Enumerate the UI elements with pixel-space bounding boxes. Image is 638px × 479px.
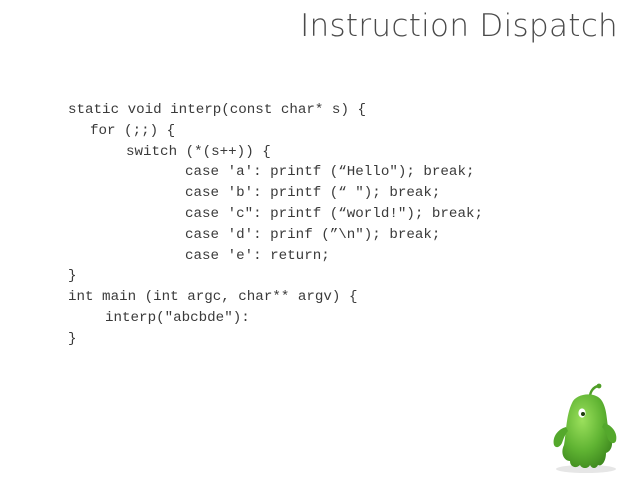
slide-title: Instruction Dispatch xyxy=(300,8,618,44)
code-line: for (;;) { xyxy=(90,122,176,139)
code-line: int main (int argc, char** argv) { xyxy=(68,289,358,306)
code-line: case 'e': return; xyxy=(185,247,330,264)
code-line: case 'b': printf (“ "); break; xyxy=(185,185,441,202)
code-line: } xyxy=(68,330,77,347)
code-line: case 'd': prinf (”\n"); break; xyxy=(185,226,441,243)
code-line: case 'c": printf (“world!"); break; xyxy=(185,205,483,222)
code-line: switch (*(s++)) { xyxy=(126,143,271,160)
code-line: static void interp(const char* s) { xyxy=(68,102,366,118)
code-line: } xyxy=(68,268,77,285)
code-block: static void interp(const char* s) { for … xyxy=(68,100,483,350)
green-blob-mascot-icon xyxy=(546,383,624,475)
code-line: case 'a': printf (“Hello"); break; xyxy=(185,164,475,181)
code-line: interp("abcbde"): xyxy=(105,309,250,326)
